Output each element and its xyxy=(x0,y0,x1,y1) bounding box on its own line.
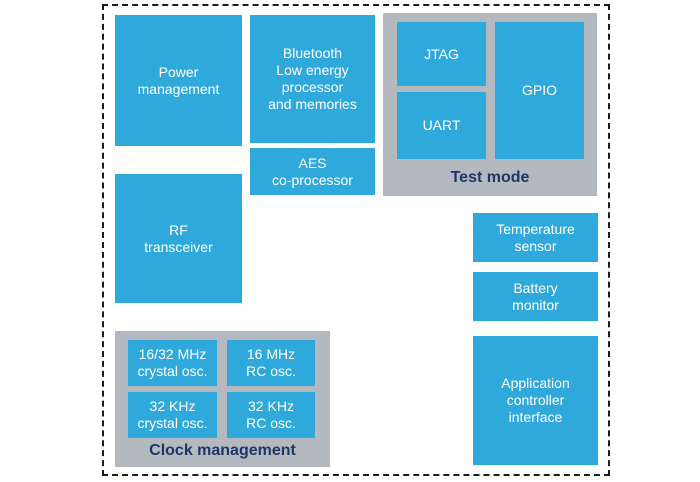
clock-management-group: 16/32 MHz crystal osc. 16 MHz RC osc. 32… xyxy=(115,331,330,467)
block-crystal-osc-16-32mhz: 16/32 MHz crystal osc. xyxy=(128,340,217,386)
block-power-management: Power management xyxy=(115,15,242,146)
block-battery-monitor: Battery monitor xyxy=(473,272,598,321)
block-aes-coprocessor: AES co-processor xyxy=(250,148,375,195)
block-rc-osc-16mhz: 16 MHz RC osc. xyxy=(227,340,315,386)
block-bluetooth-le-processor: Bluetooth Low energy processor and memor… xyxy=(250,15,375,143)
block-rc-osc-32khz: 32 KHz RC osc. xyxy=(227,392,315,438)
block-application-controller-interface: Application controller interface xyxy=(473,336,598,465)
block-jtag: JTAG xyxy=(397,22,486,86)
test-mode-group-label: Test mode xyxy=(450,169,530,186)
block-crystal-osc-32khz: 32 KHz crystal osc. xyxy=(128,392,217,438)
chip-boundary-dashed-border xyxy=(102,4,610,476)
test-mode-group: JTAG UART GPIO Test mode xyxy=(383,13,597,196)
block-gpio: GPIO xyxy=(495,22,584,159)
block-rf-transceiver: RF transceiver xyxy=(115,174,242,303)
clock-management-group-label: Clock management xyxy=(149,442,296,459)
block-temperature-sensor: Temperature sensor xyxy=(473,213,598,262)
block-uart: UART xyxy=(397,92,486,159)
